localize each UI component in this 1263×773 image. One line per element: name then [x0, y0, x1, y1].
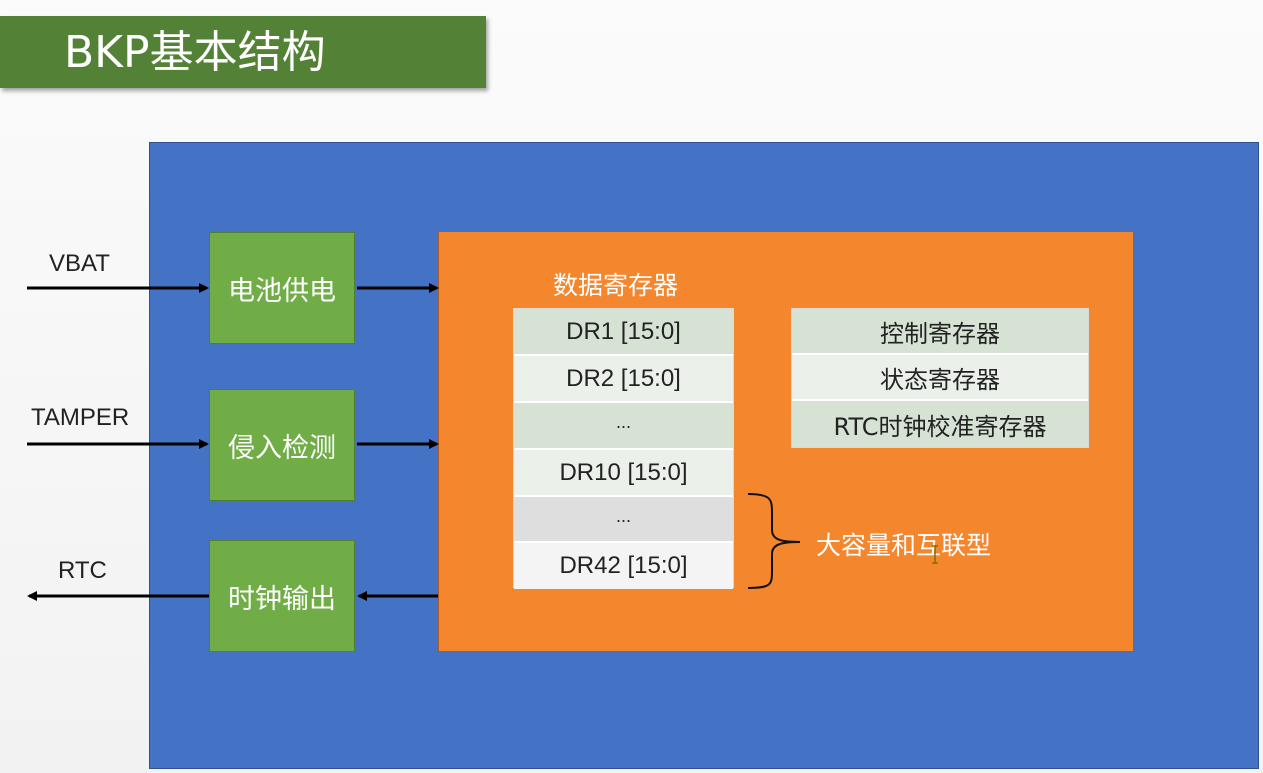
control-register-row: 控制寄存器 [792, 309, 1088, 355]
battery-supply-block: 电池供电 [209, 232, 355, 344]
battery-supply-label: 电池供电 [228, 275, 336, 307]
title-banner: BKP基本结构 [0, 16, 486, 88]
tamper-detect-label: 侵入检测 [228, 432, 336, 464]
text-cursor-icon [932, 545, 938, 564]
data-register-ellipsis: ... [514, 497, 733, 543]
clock-output-block: 时钟输出 [209, 540, 355, 652]
data-register-ellipsis: ... [514, 403, 733, 450]
signal-label-tamper: TAMPER [31, 404, 130, 431]
curly-brace [747, 493, 801, 589]
status-register-row: 状态寄存器 [792, 355, 1088, 401]
rtc-calibration-register-row: RTC时钟校准寄存器 [792, 401, 1088, 447]
tamper-detect-block: 侵入检测 [209, 389, 355, 501]
page-title: BKP基本结构 [64, 27, 326, 78]
data-register-row: DR2 [15:0] [514, 356, 733, 403]
high-density-note: 大容量和互联型 [816, 531, 992, 560]
signal-label-rtc: RTC [58, 557, 107, 584]
control-register-table: 控制寄存器 状态寄存器 RTC时钟校准寄存器 [791, 308, 1089, 448]
data-registers-title: 数据寄存器 [553, 271, 679, 300]
signal-label-vbat: VBAT [49, 250, 110, 277]
data-register-table: DR1 [15:0] DR2 [15:0] ... DR10 [15:0] ..… [513, 308, 734, 589]
data-register-row: DR42 [15:0] [514, 543, 733, 589]
data-register-row: DR10 [15:0] [514, 450, 733, 497]
clock-output-label: 时钟输出 [228, 583, 336, 615]
data-register-row: DR1 [15:0] [514, 309, 733, 356]
